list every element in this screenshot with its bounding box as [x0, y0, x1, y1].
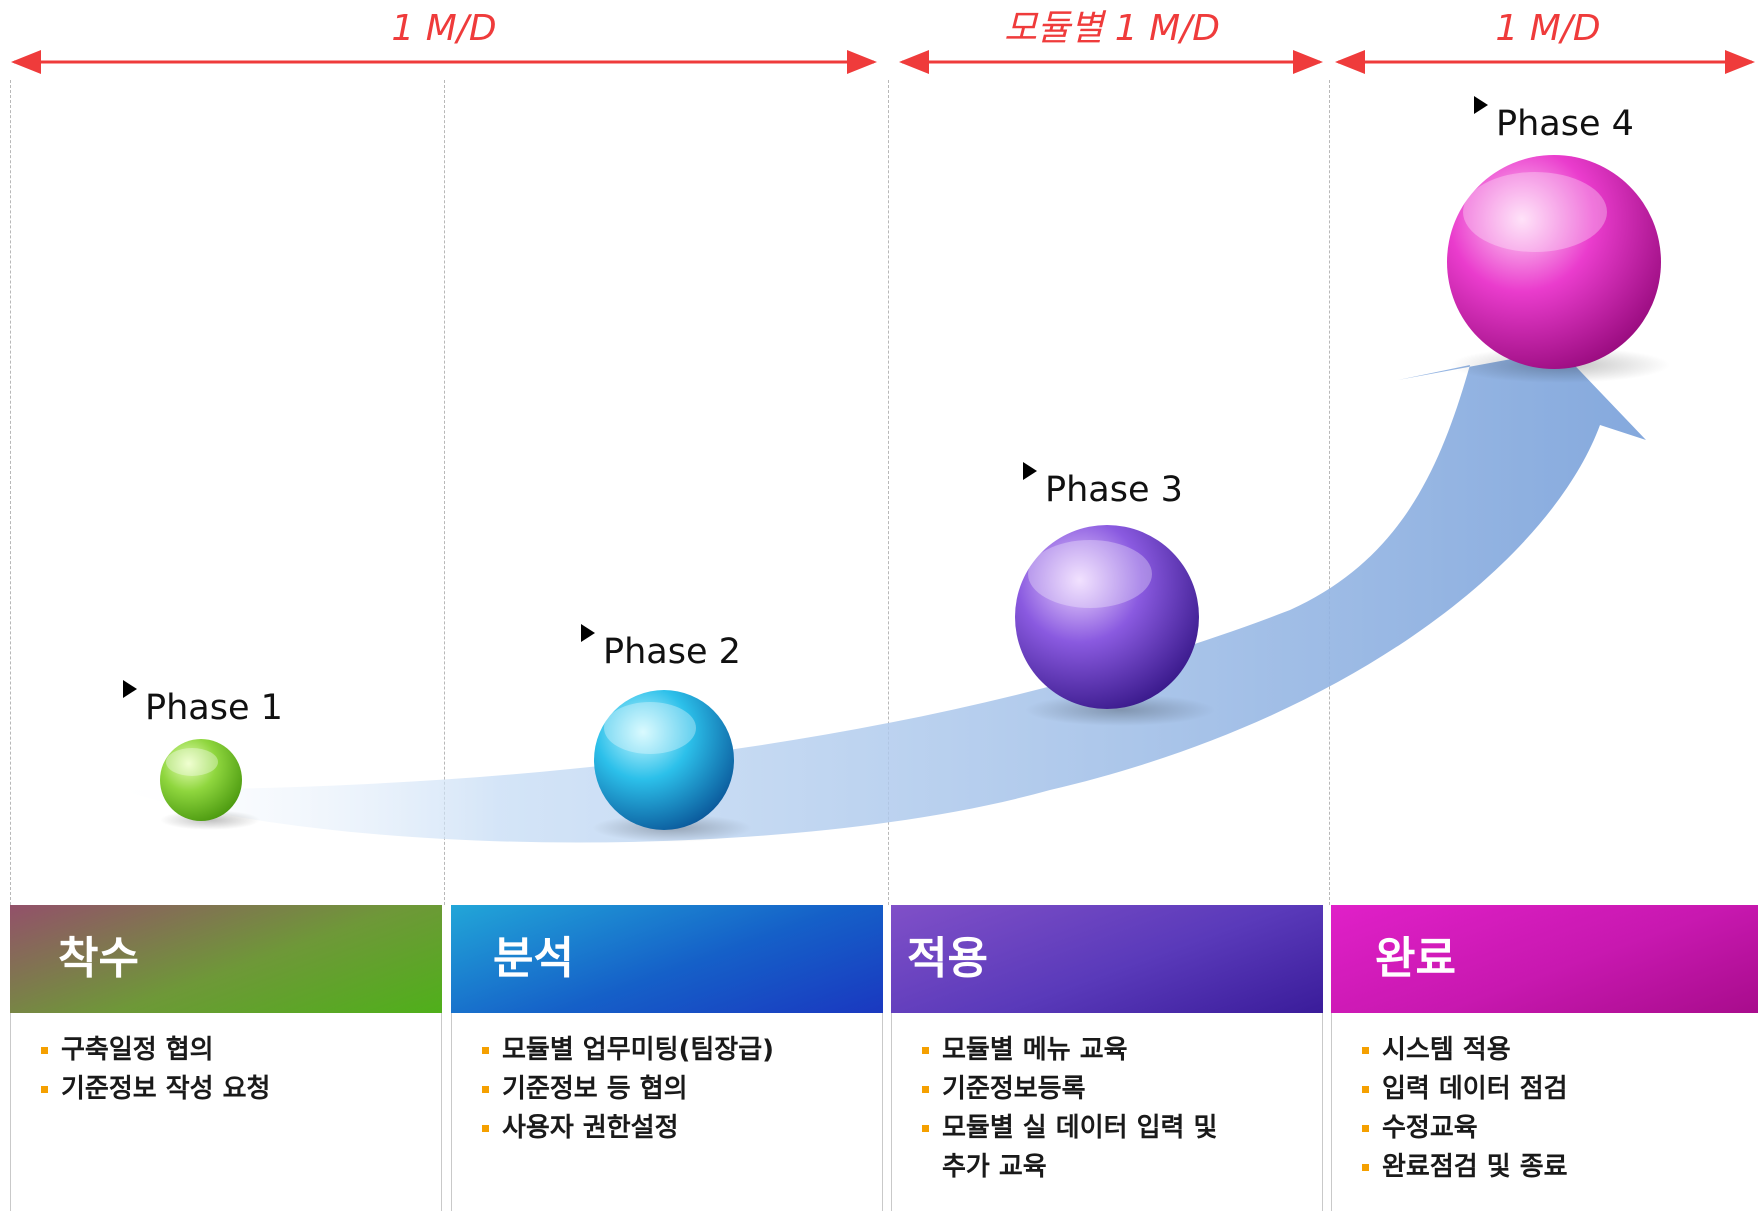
stage-header-1: 착수 [10, 905, 442, 1013]
stage-header-4: 완료 [1331, 905, 1758, 1013]
sphere-icon [160, 739, 242, 821]
stage-body-4: 시스템 적용 입력 데이터 점검 수정교육 완료점검 및 종료 [1331, 1013, 1758, 1211]
sphere-icon [1447, 155, 1661, 369]
duration-arrows [10, 50, 1755, 74]
phase-label-text: Phase 1 [145, 688, 283, 728]
triangle-pointer-icon [581, 624, 595, 642]
phase-label-4: Phase 4 [1474, 96, 1634, 144]
stage-item: 완료점검 및 종료 [1382, 1152, 1568, 1182]
triangle-pointer-icon [123, 680, 137, 698]
square-bullet-icon: 모듈별 업무미팅(팀장급) [482, 1031, 882, 1070]
stage-item: 모듈별 실 데이터 입력 및 추가 교육 [942, 1113, 1218, 1182]
stage-body-1: 구축일정 협의 기준정보 작성 요청 [10, 1013, 442, 1211]
stage-header-3: 적용 [891, 905, 1323, 1013]
divider-line [10, 80, 11, 905]
square-bullet-icon: 기준정보 작성 요청 [41, 1070, 441, 1109]
stage-item: 모듈별 업무미팅(팀장급) [502, 1035, 775, 1065]
phase-label-text: Phase 2 [603, 632, 741, 672]
duration-label-3: 1 M/D [1495, 8, 1601, 49]
sphere-icon [1015, 525, 1199, 709]
stage-item: 기준정보등록 [942, 1074, 1086, 1104]
curved-arrow-icon [120, 350, 1646, 843]
stage-body-2: 모듈별 업무미팅(팀장급) 기준정보 등 협의 사용자 권한설정 [451, 1013, 883, 1211]
square-bullet-icon: 시스템 적용 [1362, 1031, 1758, 1070]
stage-item: 시스템 적용 [1382, 1035, 1511, 1065]
duration-label-1: 1 M/D [391, 8, 497, 49]
phase-label-2: Phase 2 [581, 624, 741, 672]
stage-item: 모듈별 메뉴 교육 [942, 1035, 1128, 1065]
square-bullet-icon: 기준정보 등 협의 [482, 1070, 882, 1109]
square-bullet-icon: 기준정보등록 [922, 1070, 1322, 1109]
square-bullet-icon: 모듈별 실 데이터 입력 및 추가 교육 [922, 1109, 1232, 1187]
stage-header-2: 분석 [451, 905, 883, 1013]
growth-curve [120, 155, 1670, 843]
divider-line [1329, 80, 1330, 905]
square-bullet-icon: 모듈별 메뉴 교육 [922, 1031, 1322, 1070]
square-bullet-icon: 수정교육 [1362, 1109, 1758, 1148]
phase-label-text: Phase 3 [1045, 470, 1183, 510]
sphere-icon [594, 690, 734, 830]
square-bullet-icon: 완료점검 및 종료 [1362, 1148, 1758, 1187]
square-bullet-icon: 사용자 권한설정 [482, 1109, 882, 1148]
stage-item: 입력 데이터 점검 [1382, 1074, 1568, 1104]
triangle-pointer-icon [1474, 96, 1488, 114]
divider-line [888, 80, 889, 905]
square-bullet-icon: 입력 데이터 점검 [1362, 1070, 1758, 1109]
stage-item: 구축일정 협의 [61, 1035, 214, 1065]
stage-item: 수정교육 [1382, 1113, 1478, 1143]
stage-item: 기준정보 작성 요청 [61, 1074, 271, 1104]
square-bullet-icon: 구축일정 협의 [41, 1031, 441, 1070]
phase-label-1: Phase 1 [123, 680, 283, 728]
divider-line [444, 80, 445, 905]
stage-item: 기준정보 등 협의 [502, 1074, 688, 1104]
triangle-pointer-icon [1023, 462, 1037, 480]
stage-item: 사용자 권한설정 [502, 1113, 679, 1143]
stage-body-3: 모듈별 메뉴 교육 기준정보등록 모듈별 실 데이터 입력 및 추가 교육 [891, 1013, 1323, 1211]
phase-label-text: Phase 4 [1496, 104, 1634, 144]
duration-label-2: 모듈별 1 M/D [1003, 8, 1221, 49]
phase-label-3: Phase 3 [1023, 462, 1183, 510]
